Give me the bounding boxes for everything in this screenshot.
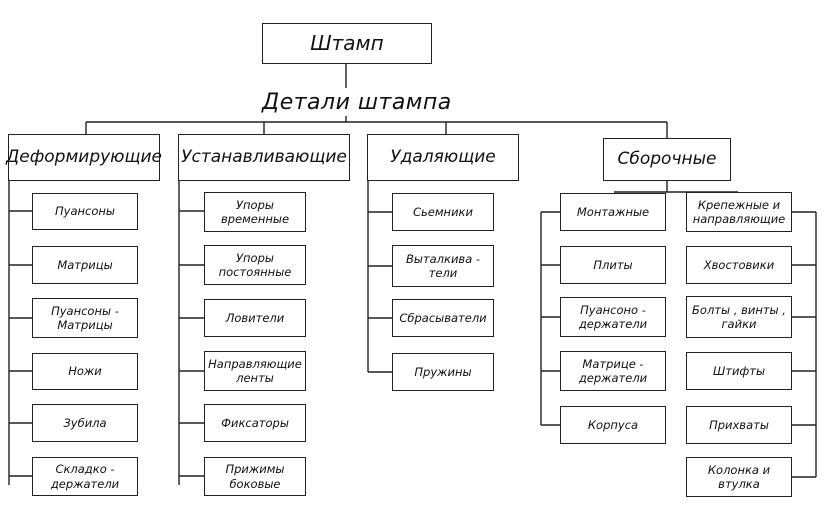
category-assembly: Сборочные xyxy=(603,138,731,181)
category-locating: Устанавливающие xyxy=(178,134,350,181)
leaf-knives: Ножи xyxy=(32,353,138,390)
leaf-plates: Плиты xyxy=(560,246,666,284)
leaf-punches: Пуансоны xyxy=(32,193,138,230)
leaf-pilots: Ловители xyxy=(204,299,306,337)
category-removing: Удаляющие xyxy=(367,134,519,181)
leaf-housings: Корпуса xyxy=(560,406,666,444)
leaf-punch-holders: Пуансоно - держатели xyxy=(560,297,666,337)
leaf-shanks: Хвостовики xyxy=(686,246,792,284)
leaf-temporary-stops: Упоры временные xyxy=(204,192,306,232)
leaf-dowels: Штифты xyxy=(686,352,792,390)
leaf-knockouts: Сбрасыватели xyxy=(392,299,494,337)
leaf-punch-dies: Пуансоны - Матрицы xyxy=(32,298,138,338)
leaf-strippers: Сьемники xyxy=(392,193,494,231)
leaf-blank-holders: Складко - держатели xyxy=(32,457,138,496)
group-mounting: Монтажные xyxy=(560,193,666,231)
category-deforming: Деформирующие xyxy=(6,134,162,181)
root-node: Штамп xyxy=(262,23,432,64)
leaf-bolts-screws-nuts: Болты , винты , гайки xyxy=(686,296,792,338)
leaf-clamps: Фиксаторы xyxy=(204,404,306,442)
group-fastening-guiding: Крепежные и направляющие xyxy=(686,192,792,232)
leaf-clamping-straps: Прихваты xyxy=(686,406,792,444)
leaf-permanent-stops: Упоры постоянные xyxy=(204,245,306,285)
diagram-caption: Детали штампа xyxy=(262,90,452,115)
leaf-pillar-bushing: Колонка и втулка xyxy=(686,457,792,497)
leaf-ejectors: Выталкива - тели xyxy=(392,245,494,287)
leaf-dies: Матрицы xyxy=(32,246,138,284)
leaf-die-holders: Матрице - держатели xyxy=(560,351,666,391)
leaf-side-presses: Прижимы боковые xyxy=(204,457,306,496)
leaf-chisels: Зубила xyxy=(32,404,138,442)
leaf-springs: Пружины xyxy=(392,353,494,391)
leaf-guide-strips: Направляющие ленты xyxy=(204,351,306,391)
